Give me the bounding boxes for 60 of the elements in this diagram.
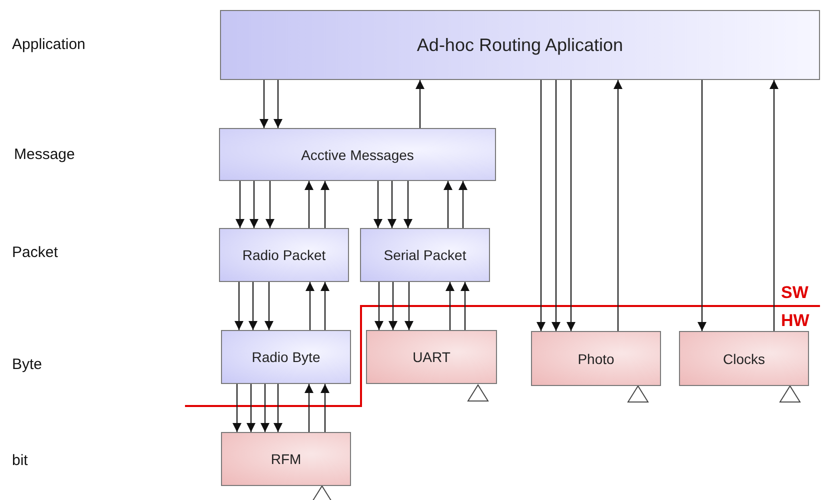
arrow [246, 384, 256, 432]
box-label: UART [412, 349, 450, 365]
arrow [306, 282, 314, 330]
arrow [248, 282, 258, 330]
arrow [536, 80, 546, 331]
box-label: Radio Packet [242, 247, 326, 263]
box-label: Clocks [722, 350, 765, 366]
arrow [266, 181, 274, 228]
box-label: Photo [578, 350, 614, 366]
layer-label: Message [14, 146, 75, 163]
layer-box [360, 228, 490, 282]
arrow [770, 80, 778, 331]
arrow [260, 80, 268, 128]
arrow [304, 181, 314, 228]
arrow [698, 80, 706, 331]
domain-label: SW [781, 283, 808, 303]
arrow [388, 282, 398, 330]
arrow [416, 80, 424, 128]
arrow [320, 384, 330, 432]
arrow [374, 181, 382, 228]
arrow [260, 384, 270, 432]
arrow [460, 282, 470, 330]
layer-label: Packet [12, 244, 58, 261]
layer-box [219, 128, 496, 181]
arrow [614, 80, 622, 331]
box-label: Acctive Messages [301, 146, 414, 162]
arrow [232, 384, 242, 432]
box-label: Radio Byte [252, 349, 320, 365]
layer-box [366, 330, 497, 384]
arrow [320, 282, 330, 330]
arrow [236, 181, 244, 228]
arrow [404, 282, 414, 330]
arrow [446, 282, 454, 330]
arrow [320, 181, 330, 228]
arrow [274, 80, 282, 128]
arrow [274, 384, 282, 432]
layer-box [220, 10, 820, 80]
arrow [264, 282, 274, 330]
arrow [404, 181, 412, 228]
arrow [250, 181, 258, 228]
domain-label: HW [781, 311, 810, 331]
layer-box [221, 330, 351, 384]
arrow [458, 181, 468, 228]
layer-label: Application [12, 36, 86, 53]
arrow [552, 80, 560, 331]
box-label: Ad-hoc Routing Aplication [416, 34, 624, 56]
box-label: RFM [270, 451, 302, 467]
layer-label: bit [12, 452, 28, 469]
arrow [566, 80, 576, 331]
arrow [444, 181, 452, 228]
arrow [374, 282, 384, 330]
arrow [388, 181, 396, 228]
layer-box [221, 432, 351, 486]
layer-box [531, 331, 661, 386]
layer-box [219, 228, 349, 282]
box-label: Serial Packet [384, 247, 466, 263]
arrow [304, 384, 314, 432]
layer-box [679, 331, 809, 386]
layer-label: Byte [12, 356, 42, 373]
arrow [234, 282, 244, 330]
